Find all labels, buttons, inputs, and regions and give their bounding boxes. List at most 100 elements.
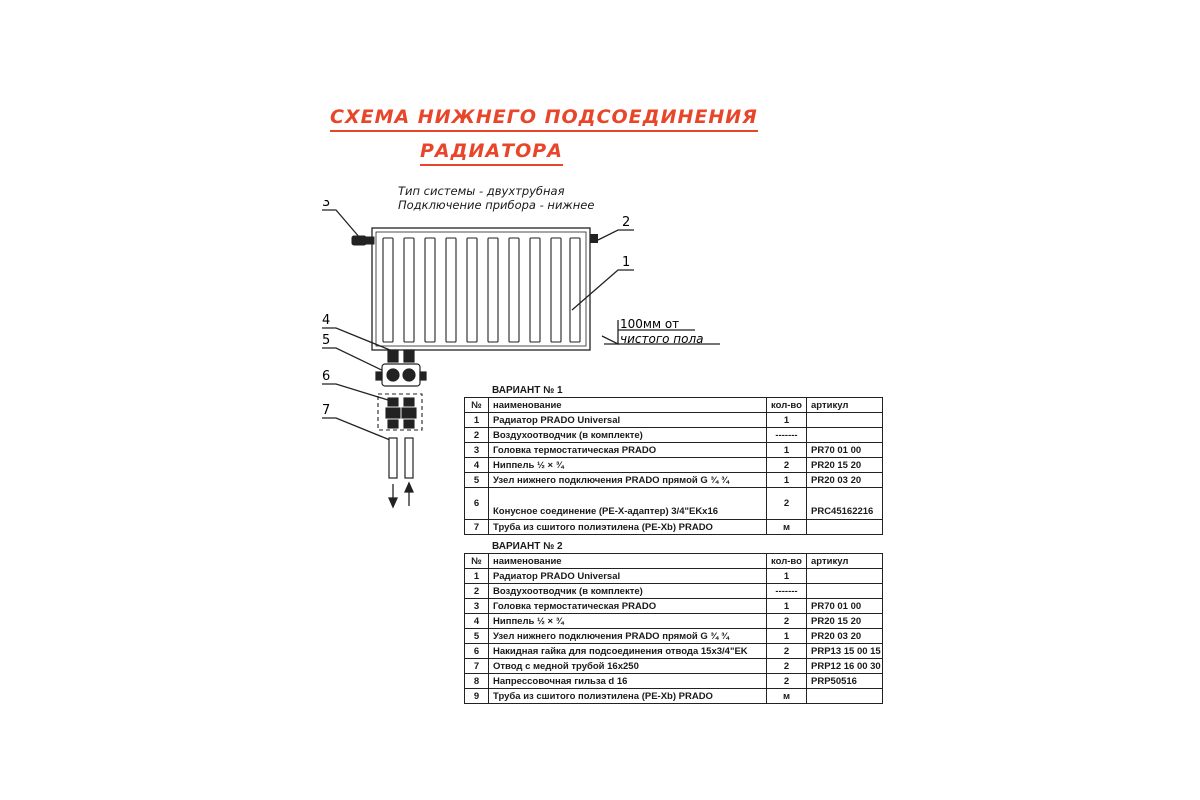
row-number: 3 — [464, 442, 489, 458]
table-header-row: № наименование кол-во артикул — [464, 397, 883, 413]
row-article — [806, 568, 883, 584]
row-article: PR20 03 20 — [806, 628, 883, 644]
row-qty: 1 — [766, 442, 807, 458]
row-name: Узел нижнего подключения PRADO прямой G … — [488, 472, 767, 488]
callout-3: 3 — [322, 200, 330, 210]
row-qty: 2 — [766, 643, 807, 659]
row-article — [806, 412, 883, 428]
row-number: 3 — [464, 598, 489, 614]
row-name: Головка термостатическая PRADO — [488, 442, 767, 458]
table-row: 7 Труба из сшитого полиэтилена (PE-Xb) P… — [464, 519, 883, 535]
row-number: 5 — [464, 628, 489, 644]
row-qty: 2 — [766, 487, 807, 520]
row-qty: ------- — [766, 583, 807, 599]
row-qty: 1 — [766, 628, 807, 644]
row-number: 4 — [464, 613, 489, 629]
row-name: Воздухоотводчик (в комплекте) — [488, 583, 767, 599]
flow-arrows — [387, 481, 415, 509]
row-number: 5 — [464, 472, 489, 488]
row-number: 7 — [464, 519, 489, 535]
table-row: 8 Напрессовочная гильза d 16 2 PRP50516 — [464, 673, 883, 689]
row-number: 6 — [464, 643, 489, 659]
variant-2-caption: ВАРИАНТ № 2 — [492, 541, 563, 552]
table-row: 4 Ниппель ½ × ¾ 2 PR20 15 20 — [464, 613, 883, 629]
callout-2: 2 — [622, 215, 630, 230]
row-name: Радиатор PRADO Universal — [488, 412, 767, 428]
row-name: Ниппель ½ × ¾ — [488, 457, 767, 473]
row-number: 8 — [464, 673, 489, 689]
row-article: PR20 15 20 — [806, 613, 883, 629]
row-article — [806, 583, 883, 599]
table-row: 3 Головка термостатическая PRADO 1 PR70 … — [464, 598, 883, 614]
floor-note-line-1: 100мм от — [620, 317, 679, 331]
row-name: Отвод с медной трубой 16x250 — [488, 658, 767, 674]
header-name: наименование — [488, 397, 767, 413]
row-article — [806, 427, 883, 443]
system-type: Тип системы - двухтрубная — [398, 184, 565, 198]
table-row: 1 Радиатор PRADO Universal 1 — [464, 568, 883, 584]
pex-pipes — [388, 437, 414, 479]
row-article: PRP13 15 00 15 — [806, 643, 883, 659]
row-article: PR20 15 20 — [806, 457, 883, 473]
variant-1-table: № наименование кол-во артикул 1 Радиатор… — [464, 397, 883, 535]
row-number: 4 — [464, 457, 489, 473]
header-number: № — [464, 553, 489, 569]
table-row: 3 Головка термостатическая PRADO 1 PR70 … — [464, 442, 883, 458]
row-article — [806, 688, 883, 704]
header-name: наименование — [488, 553, 767, 569]
row-qty: 2 — [766, 613, 807, 629]
row-article: PR70 01 00 — [806, 598, 883, 614]
row-article: PR70 01 00 — [806, 442, 883, 458]
row-name: Ниппель ½ × ¾ — [488, 613, 767, 629]
row-qty: 1 — [766, 598, 807, 614]
thermostatic-head — [351, 235, 375, 246]
table-row: 9 Труба из сшитого полиэтилена (PE-Xb) P… — [464, 688, 883, 704]
row-number: 6 — [464, 487, 489, 520]
callout-7: 7 — [322, 403, 330, 418]
row-number: 2 — [464, 583, 489, 599]
radiator-body — [371, 227, 591, 351]
radiator-sections — [382, 237, 581, 343]
row-qty: 1 — [766, 472, 807, 488]
connection-type: Подключение прибора - нижнее — [398, 198, 595, 212]
row-name: Воздухоотводчик (в комплекте) — [488, 427, 767, 443]
floor-note-line-2: чистого пола — [620, 332, 704, 346]
header-qty: кол-во — [766, 553, 807, 569]
row-name: Труба из сшитого полиэтилена (PE-Xb) PRA… — [488, 519, 767, 535]
row-name: Головка термостатическая PRADO — [488, 598, 767, 614]
row-article: PRP12 16 00 30 — [806, 658, 883, 674]
conical-connectors — [377, 393, 423, 431]
row-qty: 2 — [766, 658, 807, 674]
row-qty: м — [766, 519, 807, 535]
row-name: Накидная гайка для подсоединения отвода … — [488, 643, 767, 659]
table-row: 5 Узел нижнего подключения PRADO прямой … — [464, 472, 883, 488]
radiator-connection-drawing: 3 2 1 4 5 6 7 100мм от чистого пола — [322, 200, 720, 509]
callout-6: 6 — [322, 369, 330, 384]
row-article: PRP50516 — [806, 673, 883, 689]
title-line-1: СХЕМА НИЖНЕГО ПОДСОЕДИНЕНИЯ — [330, 106, 758, 132]
table-row: 1 Радиатор PRADO Universal 1 — [464, 412, 883, 428]
row-number: 9 — [464, 688, 489, 704]
table-header-row: № наименование кол-во артикул — [464, 553, 883, 569]
row-qty: 2 — [766, 457, 807, 473]
row-qty: м — [766, 688, 807, 704]
row-qty: ------- — [766, 427, 807, 443]
row-name: Узел нижнего подключения PRADO прямой G … — [488, 628, 767, 644]
row-name: Конусное соединение (PE-X-адаптер) 3/4"E… — [488, 487, 767, 520]
row-number: 1 — [464, 412, 489, 428]
variant-1-caption: ВАРИАНТ № 1 — [492, 385, 563, 396]
title-line-2: РАДИАТОРА — [420, 140, 563, 166]
header-qty: кол-во — [766, 397, 807, 413]
row-qty: 2 — [766, 673, 807, 689]
header-article: артикул — [806, 553, 883, 569]
row-number: 2 — [464, 427, 489, 443]
callout-5: 5 — [322, 333, 330, 348]
table-row: 5 Узел нижнего подключения PRADO прямой … — [464, 628, 883, 644]
header-number: № — [464, 397, 489, 413]
bottom-connection-unit — [375, 349, 427, 387]
row-name: Труба из сшитого полиэтилена (PE-Xb) PRA… — [488, 688, 767, 704]
air-vent — [590, 234, 598, 243]
row-qty: 1 — [766, 412, 807, 428]
table-row: 7 Отвод с медной трубой 16x250 2 PRP12 1… — [464, 658, 883, 674]
row-name: Радиатор PRADO Universal — [488, 568, 767, 584]
